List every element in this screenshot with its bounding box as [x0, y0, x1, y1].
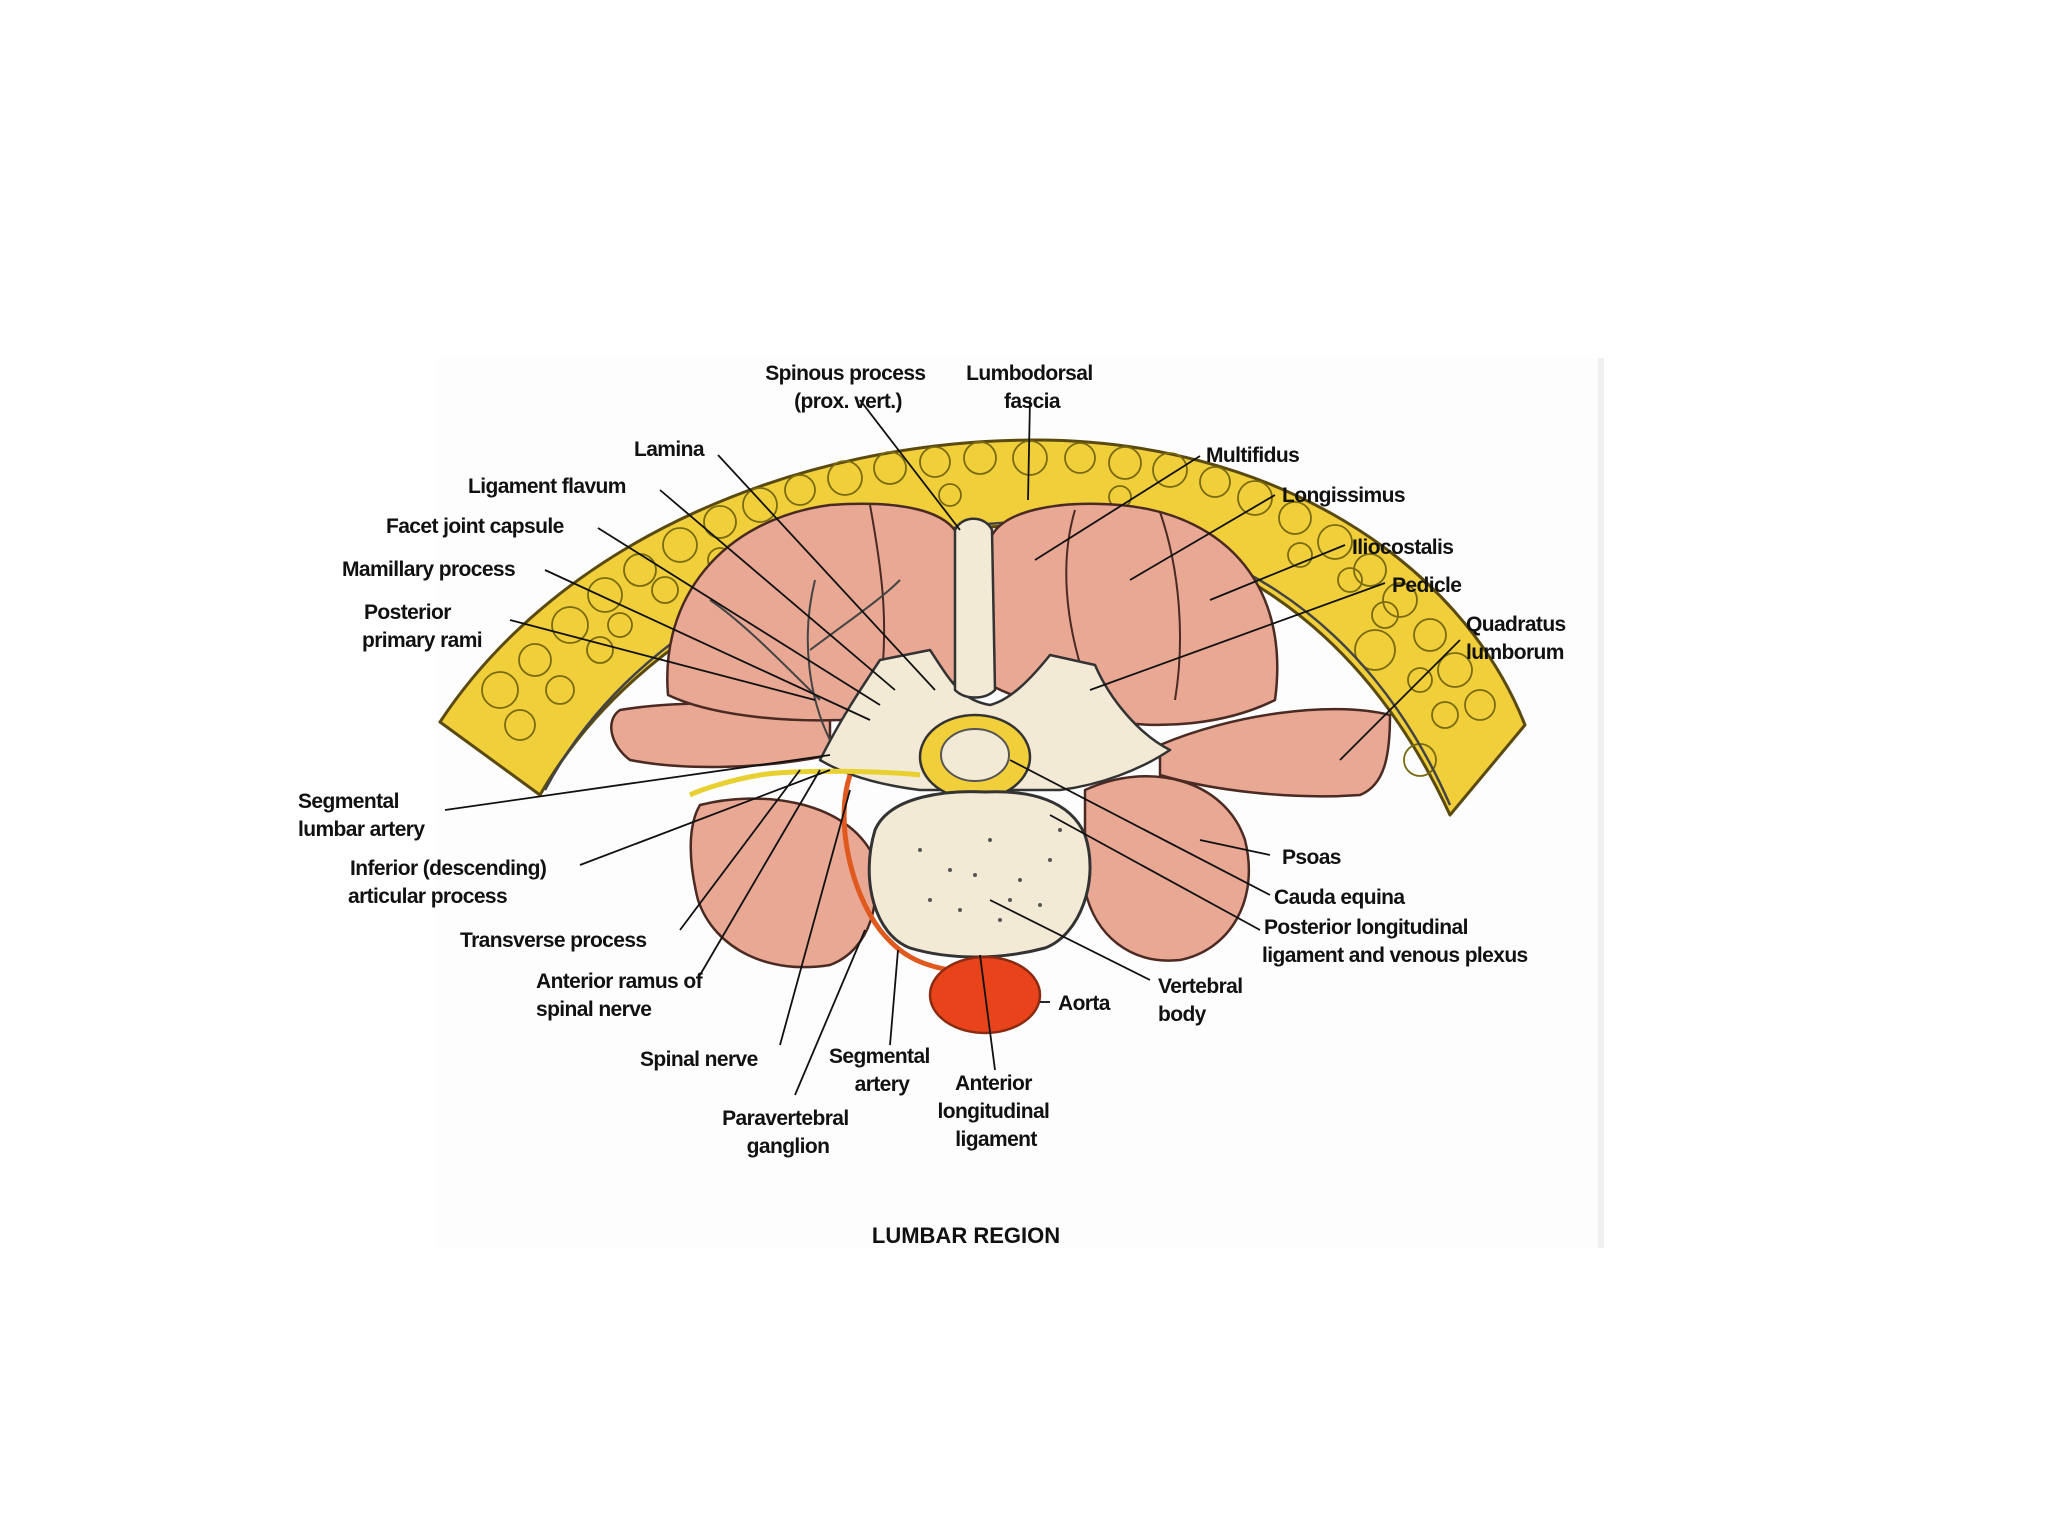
label-paravertebral-ganglion: Paravertebral ganglion [722, 1107, 854, 1158]
figure-caption: LUMBAR REGION [872, 1223, 1060, 1248]
label-inferior-articular-process: Inferior (descending) articular process [348, 857, 552, 908]
label-transverse-process: Transverse process [460, 929, 647, 952]
label-iliocostalis: Iliocostalis [1352, 536, 1453, 559]
label-pedicle: Pedicle [1392, 574, 1461, 597]
leader-lines [444, 399, 1461, 1096]
psoas-right [1083, 775, 1250, 962]
label-cauda-equina: Cauda equina [1274, 886, 1405, 909]
label-aorta: Aorta [1058, 992, 1111, 1015]
label-lumbodorsal-fascia: Lumbodorsal fascia [966, 362, 1098, 413]
label-anterior-longitudinal-ligament: Anterior longitudinal ligament [937, 1072, 1054, 1151]
label-longissimus: Longissimus [1282, 484, 1405, 507]
label-lamina: Lamina [634, 438, 705, 461]
vertebral-body-stipple [918, 828, 1062, 922]
segmental-artery-left [841, 774, 951, 973]
label-vertebral-body: Vertebral body [1158, 975, 1248, 1026]
label-facet-joint-capsule: Facet joint capsule [386, 515, 564, 538]
labels: Spinous process (prox. vert.) Lumbodorsa… [298, 362, 1571, 1248]
label-segmental-lumbar-artery: Segmental lumbar artery [298, 790, 425, 841]
label-quadratus-lumborum: Quadratus lumborum [1466, 613, 1571, 664]
label-posterior-primary-rami: Posterior primary rami [362, 601, 482, 652]
label-multifidus: Multifidus [1206, 444, 1299, 467]
label-spinous-process: Spinous process (prox. vert.) [765, 362, 930, 413]
label-anterior-ramus: Anterior ramus of spinal nerve [536, 970, 707, 1021]
label-mamillary-process: Mamillary process [342, 558, 515, 581]
label-ligament-flavum: Ligament flavum [468, 475, 626, 498]
quadratus-lumborum-muscle [1158, 707, 1392, 798]
psoas-left [689, 797, 877, 969]
spinal-nerve-left [688, 768, 921, 798]
figure-panel-edge [1598, 358, 1604, 1248]
cauda-equina [940, 728, 1010, 782]
label-spinal-nerve: Spinal nerve [640, 1048, 758, 1071]
label-psoas: Psoas [1282, 846, 1341, 869]
vertebral-body [867, 790, 1092, 959]
spinous-process [953, 517, 997, 699]
label-posterior-longitudinal-ligament: Posterior longitudinal ligament and veno… [1262, 916, 1528, 967]
label-segmental-artery: Segmental artery [829, 1045, 935, 1096]
